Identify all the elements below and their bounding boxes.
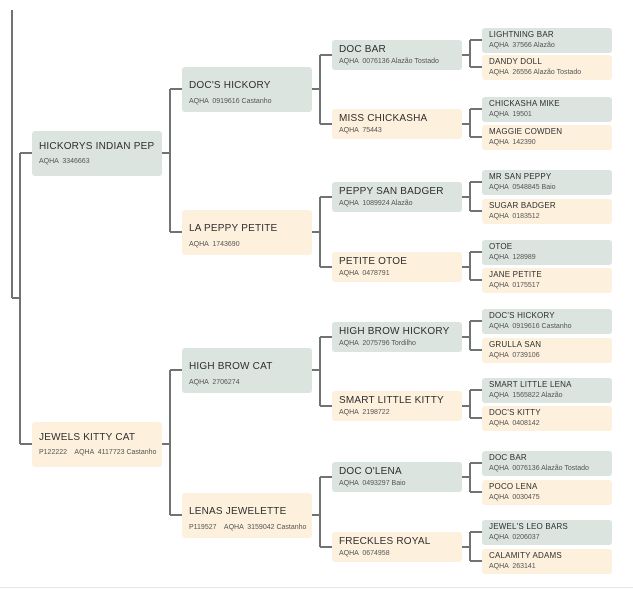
registration-info: AQHA 0076136 Alazão Tostado bbox=[339, 58, 439, 65]
horse-name: MAGGIE COWDEN bbox=[489, 126, 563, 136]
horse-name: DANDY DOLL bbox=[489, 56, 542, 66]
horse-name: DOC'S KITTY bbox=[489, 407, 541, 417]
dam-card-gen1[interactable]: JEWELS KITTY CAT P122222 AQHA 4117723 Cas… bbox=[32, 421, 162, 467]
dam-card-gen4[interactable]: CALAMITY ADAMS AQHA 263141 bbox=[482, 548, 612, 574]
horse-name: DOC O'LENA bbox=[339, 466, 402, 477]
sire-card-gen4[interactable]: DOC'S HICKORY AQHA 0919616 Castanho bbox=[482, 308, 612, 334]
registration-info: AQHA 2075796 Tordilho bbox=[339, 340, 416, 347]
registration-info: AQHA 0183512 bbox=[489, 212, 540, 220]
dam-card-gen4[interactable]: JANE PETITE AQHA 0175517 bbox=[482, 267, 612, 293]
registration-info: AQHA 0919616 Castanho bbox=[489, 322, 572, 330]
horse-name: PEPPY SAN BADGER bbox=[339, 186, 444, 197]
sire-card-gen4[interactable]: LIGHTNING BAR AQHA 37566 Alazão bbox=[482, 27, 612, 53]
registration-info: AQHA 0674958 bbox=[339, 550, 390, 557]
registration-info: AQHA 0206037 bbox=[489, 533, 540, 541]
horse-name: LA PEPPY PETITE bbox=[189, 222, 278, 234]
horse-name: PETITE OTOE bbox=[339, 256, 408, 267]
registration-info: AQHA 37566 Alazão bbox=[489, 41, 555, 49]
dam-card-gen2[interactable]: LA PEPPY PETITE AQHA 1743690 bbox=[182, 209, 312, 255]
horse-name: MR SAN PEPPY bbox=[489, 171, 552, 181]
dam-card-gen3[interactable]: SMART LITTLE KITTY AQHA 2198722 bbox=[332, 391, 462, 421]
horse-name: GRULLA SAN bbox=[489, 339, 542, 349]
sire-card-gen4[interactable]: DOC BAR AQHA 0076136 Alazão Tostado bbox=[482, 450, 612, 476]
registration-info: AQHA 1089924 Alazão bbox=[339, 200, 413, 207]
dam-card-gen3[interactable]: MISS CHICKASHA AQHA 75443 bbox=[332, 109, 462, 139]
horse-name: POCO LENA bbox=[489, 481, 538, 491]
sire-card-gen4[interactable]: MR SAN PEPPY AQHA 0548845 Baio bbox=[482, 169, 612, 195]
dam-card-gen3[interactable]: FRECKLES ROYAL AQHA 0674958 bbox=[332, 532, 462, 562]
sire-card-gen2[interactable]: HIGH BROW CAT AQHA 2706274 bbox=[182, 347, 312, 393]
horse-name: HIGH BROW HICKORY bbox=[339, 326, 450, 337]
horse-name: FRECKLES ROYAL bbox=[339, 536, 431, 547]
registration-info: AQHA 1743690 bbox=[189, 240, 240, 248]
registration-info: P119527 AQHA 3159042 Castanho bbox=[189, 523, 307, 531]
sire-card-gen2[interactable]: DOC'S HICKORY AQHA 0919616 Castanho bbox=[182, 66, 312, 112]
sire-card-gen4[interactable]: CHICKASHA MIKE AQHA 19501 bbox=[482, 96, 612, 122]
dam-card-gen2[interactable]: LENAS JEWELETTE P119527 AQHA 3159042 Cast… bbox=[182, 492, 312, 538]
horse-name: CALAMITY ADAMS bbox=[489, 550, 562, 560]
horse-name: SMART LITTLE KITTY bbox=[339, 395, 444, 406]
registration-info: AQHA 0030475 bbox=[489, 493, 540, 501]
sire-card-gen4[interactable]: SMART LITTLE LENA AQHA 1565822 Alazão bbox=[482, 377, 612, 403]
registration-info: AQHA 128989 bbox=[489, 253, 536, 261]
horse-name: DOC BAR bbox=[489, 452, 527, 462]
horse-name: HIGH BROW CAT bbox=[189, 360, 273, 372]
horse-name: HICKORYS INDIAN PEP bbox=[39, 140, 155, 152]
horse-name: JEWELS KITTY CAT bbox=[39, 431, 136, 443]
registration-info: AQHA 0408142 bbox=[489, 419, 540, 427]
registration-info: AQHA 0175517 bbox=[489, 281, 540, 289]
dam-card-gen4[interactable]: SUGAR BADGER AQHA 0183512 bbox=[482, 198, 612, 224]
registration-info: AQHA 142390 bbox=[489, 138, 536, 146]
registration-info: AQHA 3346663 bbox=[39, 157, 90, 165]
horse-name: SMART LITTLE LENA bbox=[489, 379, 572, 389]
sire-card-gen3[interactable]: HIGH BROW HICKORY AQHA 2075796 Tordilho bbox=[332, 322, 462, 352]
registration-info: AQHA 0478791 bbox=[339, 270, 390, 277]
sire-card-gen4[interactable]: OTOE AQHA 128989 bbox=[482, 239, 612, 265]
horse-name: LIGHTNING BAR bbox=[489, 29, 554, 39]
horse-name: JANE PETITE bbox=[489, 269, 542, 279]
horse-name: CHICKASHA MIKE bbox=[489, 98, 560, 108]
registration-info: AQHA 0076136 Alazão Tostado bbox=[489, 464, 589, 472]
dam-card-gen4[interactable]: DOC'S KITTY AQHA 0408142 bbox=[482, 405, 612, 431]
dam-card-gen4[interactable]: POCO LENA AQHA 0030475 bbox=[482, 479, 612, 505]
dam-card-gen4[interactable]: GRULLA SAN AQHA 0739106 bbox=[482, 337, 612, 363]
registration-info: AQHA 19501 bbox=[489, 110, 532, 118]
registration-info: AQHA 2706274 bbox=[189, 378, 240, 386]
horse-name: MISS CHICKASHA bbox=[339, 113, 428, 124]
registration-info: AQHA 0548845 Baio bbox=[489, 183, 556, 191]
sire-card-gen1[interactable]: HICKORYS INDIAN PEP AQHA 3346663 bbox=[32, 130, 162, 176]
horse-name: OTOE bbox=[489, 241, 513, 251]
sire-card-gen3[interactable]: DOC BAR AQHA 0076136 Alazão Tostado bbox=[332, 40, 462, 70]
registration-info: AQHA 75443 bbox=[339, 127, 382, 134]
dam-card-gen4[interactable]: DANDY DOLL AQHA 26556 Alazão Tostado bbox=[482, 54, 612, 80]
registration-info: AQHA 2198722 bbox=[339, 409, 390, 416]
registration-info: P122222 AQHA 4117723 Castanho bbox=[39, 448, 157, 456]
registration-info: AQHA 0919616 Castanho bbox=[189, 97, 272, 105]
registration-info: AQHA 26556 Alazão Tostado bbox=[489, 68, 582, 76]
sire-card-gen4[interactable]: JEWEL'S LEO BARS AQHA 0206037 bbox=[482, 519, 612, 545]
dam-card-gen3[interactable]: PETITE OTOE AQHA 0478791 bbox=[332, 252, 462, 282]
horse-name: DOC'S HICKORY bbox=[489, 310, 555, 320]
registration-info: AQHA 0739106 bbox=[489, 351, 540, 359]
horse-name: DOC BAR bbox=[339, 44, 386, 55]
dam-card-gen4[interactable]: MAGGIE COWDEN AQHA 142390 bbox=[482, 124, 612, 150]
sire-card-gen3[interactable]: PEPPY SAN BADGER AQHA 1089924 Alazão bbox=[332, 182, 462, 212]
registration-info: AQHA 263141 bbox=[489, 562, 536, 570]
horse-name: SUGAR BADGER bbox=[489, 200, 556, 210]
bottom-divider bbox=[0, 587, 633, 588]
registration-info: AQHA 0493297 Baio bbox=[339, 480, 406, 487]
registration-info: AQHA 1565822 Alazão bbox=[489, 391, 563, 399]
horse-name: DOC'S HICKORY bbox=[189, 79, 271, 91]
sire-card-gen3[interactable]: DOC O'LENA AQHA 0493297 Baio bbox=[332, 462, 462, 492]
horse-name: LENAS JEWELETTE bbox=[189, 505, 287, 517]
horse-name: JEWEL'S LEO BARS bbox=[489, 521, 568, 531]
